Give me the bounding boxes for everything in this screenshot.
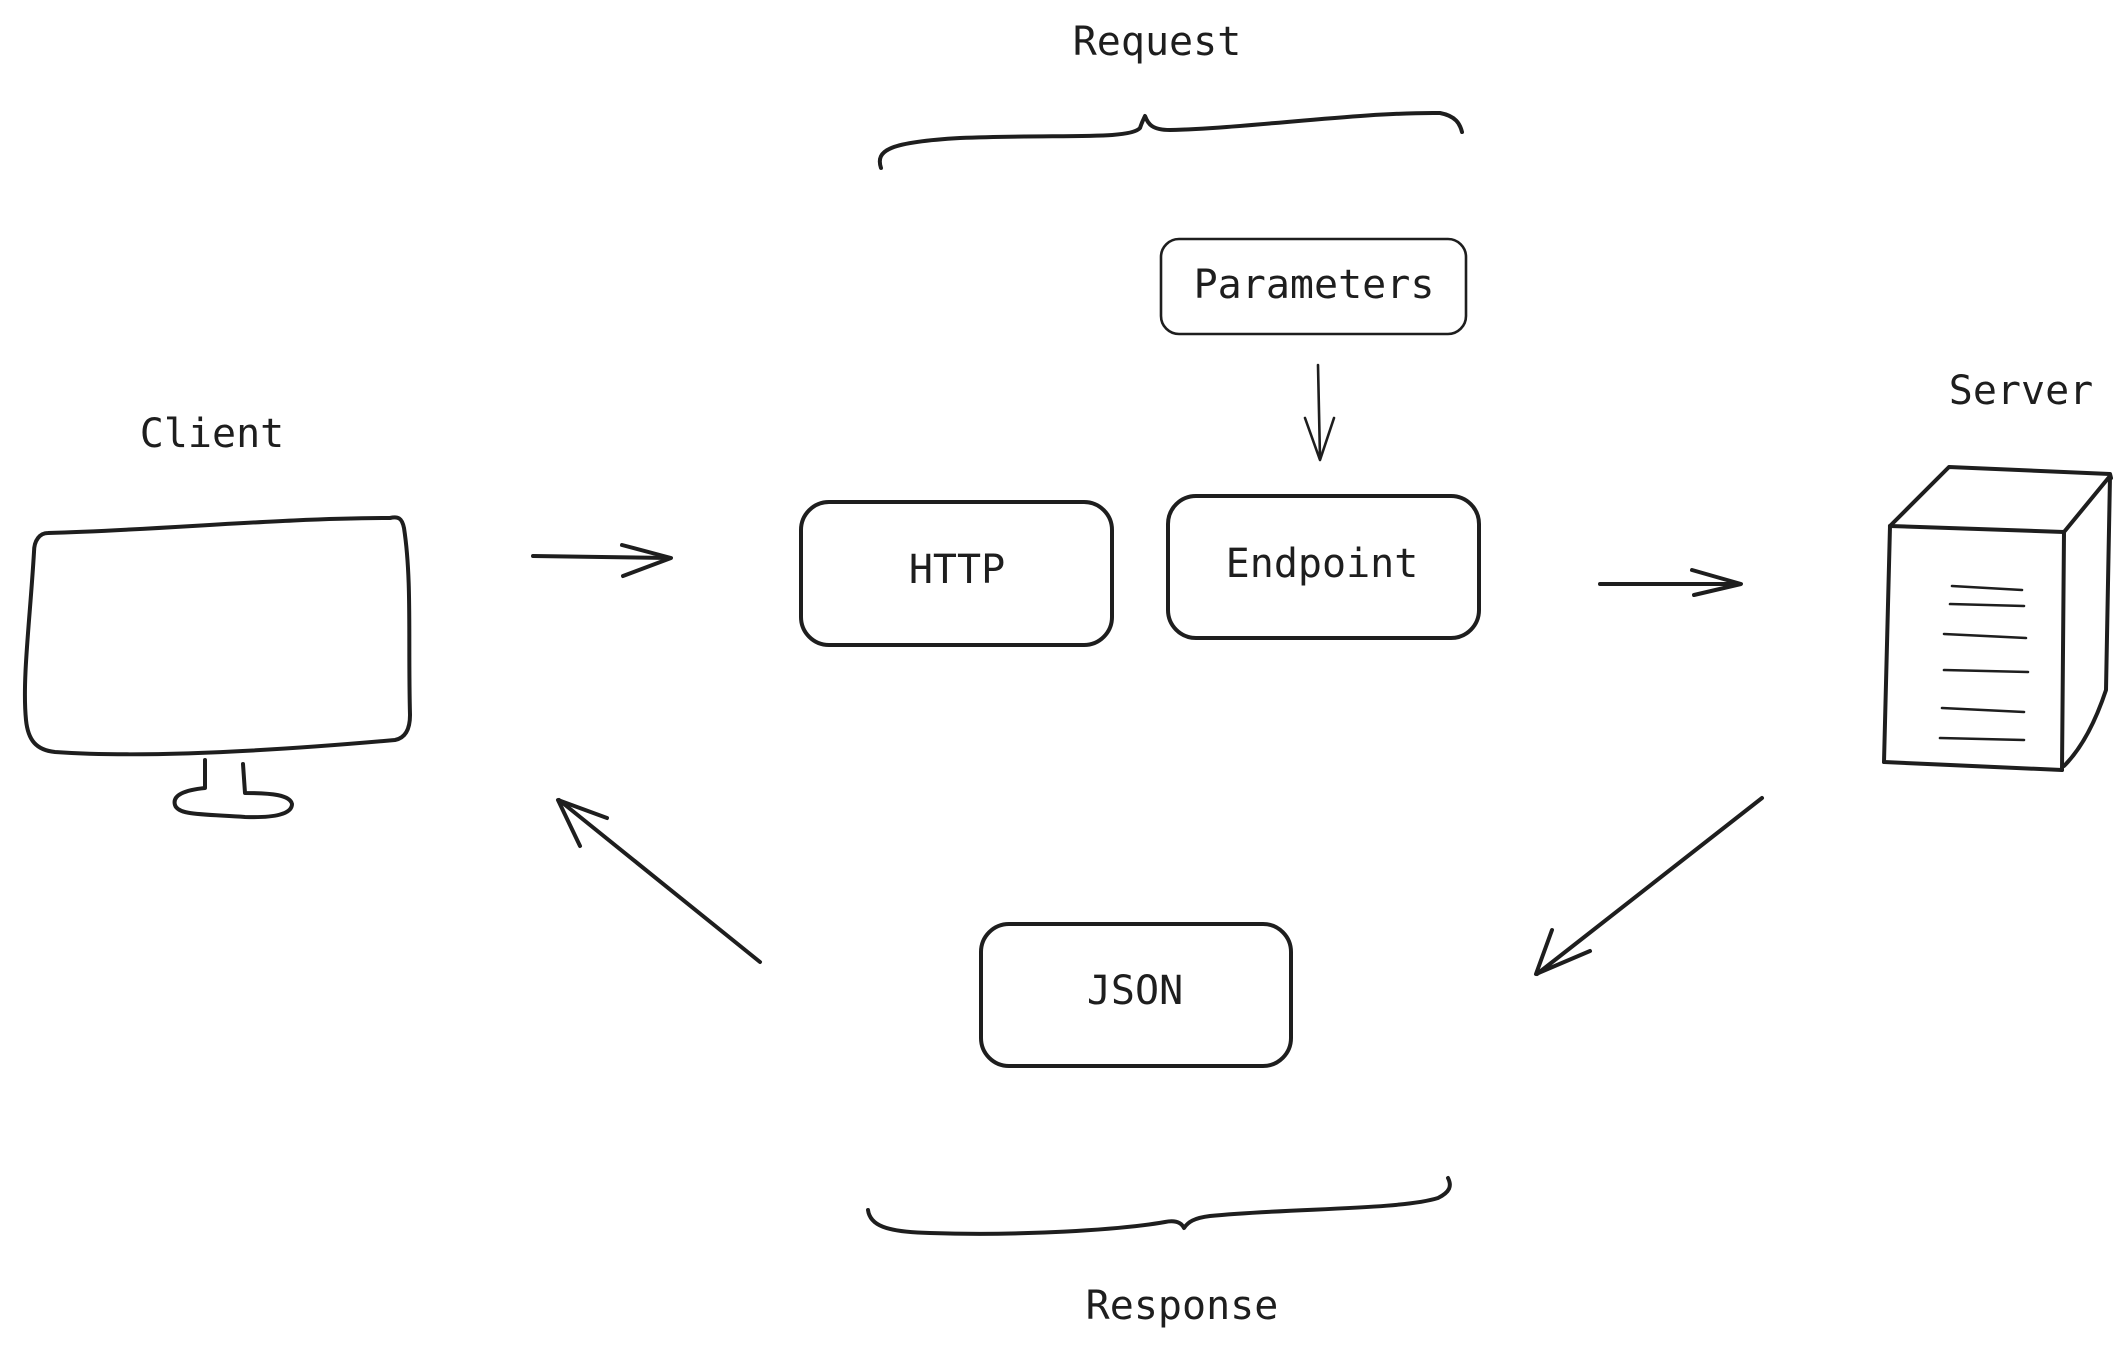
server-to-response-arrow [1534, 796, 1764, 976]
request-to-server-arrow [1598, 568, 1743, 597]
http-box [799, 500, 1114, 647]
parameters-label: Parameters [1194, 262, 1435, 308]
json-box [979, 922, 1293, 1068]
parameters-box [1159, 237, 1468, 336]
request-label: Request [1073, 19, 1242, 65]
server-icon [1882, 465, 2113, 772]
response-brace [866, 1176, 1452, 1236]
parameters-to-endpoint-arrow [1303, 363, 1336, 462]
http-label: HTTP [909, 547, 1005, 593]
monitor-icon [22, 515, 412, 820]
client-label: Client [140, 411, 285, 457]
endpoint-box [1166, 494, 1481, 640]
request-brace [877, 110, 1464, 170]
client-to-request-arrow [531, 543, 673, 578]
server-label: Server [1949, 368, 2094, 414]
response-to-client-arrow [556, 798, 762, 964]
response-label: Response [1086, 1283, 1279, 1329]
json-label: JSON [1087, 968, 1183, 1014]
endpoint-label: Endpoint [1226, 541, 1419, 587]
